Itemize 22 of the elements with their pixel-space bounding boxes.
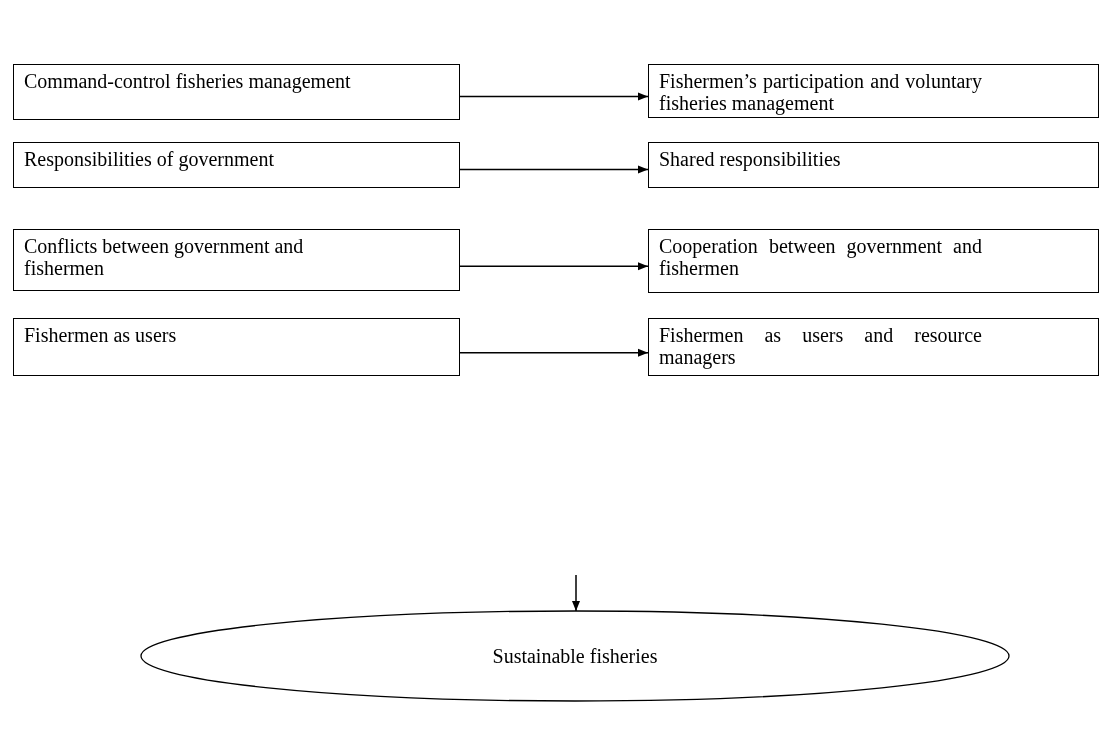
text-box — [648, 318, 1099, 376]
box-text: Shared responsibilities — [659, 148, 842, 170]
box-text: Fishermen as users and resource managers — [659, 324, 982, 368]
text-box — [648, 64, 1099, 118]
text-box — [13, 229, 460, 291]
text-box — [13, 318, 460, 376]
box-text: Fishermen’s participation and voluntary fisheries management — [659, 70, 982, 114]
arrow — [459, 262, 649, 271]
box-text: Sustainable fisheries — [492, 645, 658, 667]
arrow — [459, 92, 649, 101]
text-box — [648, 142, 1099, 188]
arrow — [459, 348, 649, 357]
text-box — [13, 142, 460, 188]
box-text: Conflicts between government and fishermen — [24, 235, 305, 279]
arrow — [459, 165, 649, 174]
box-text: Cooperation between government and fishermen — [659, 235, 982, 279]
box-text: Responsibilities of government — [24, 148, 275, 170]
arrow — [572, 574, 580, 612]
text-box — [13, 64, 460, 120]
box-text: Fishermen as users — [24, 324, 178, 346]
box-text: Command-control fisheries management — [24, 70, 352, 92]
text-box — [648, 229, 1099, 293]
